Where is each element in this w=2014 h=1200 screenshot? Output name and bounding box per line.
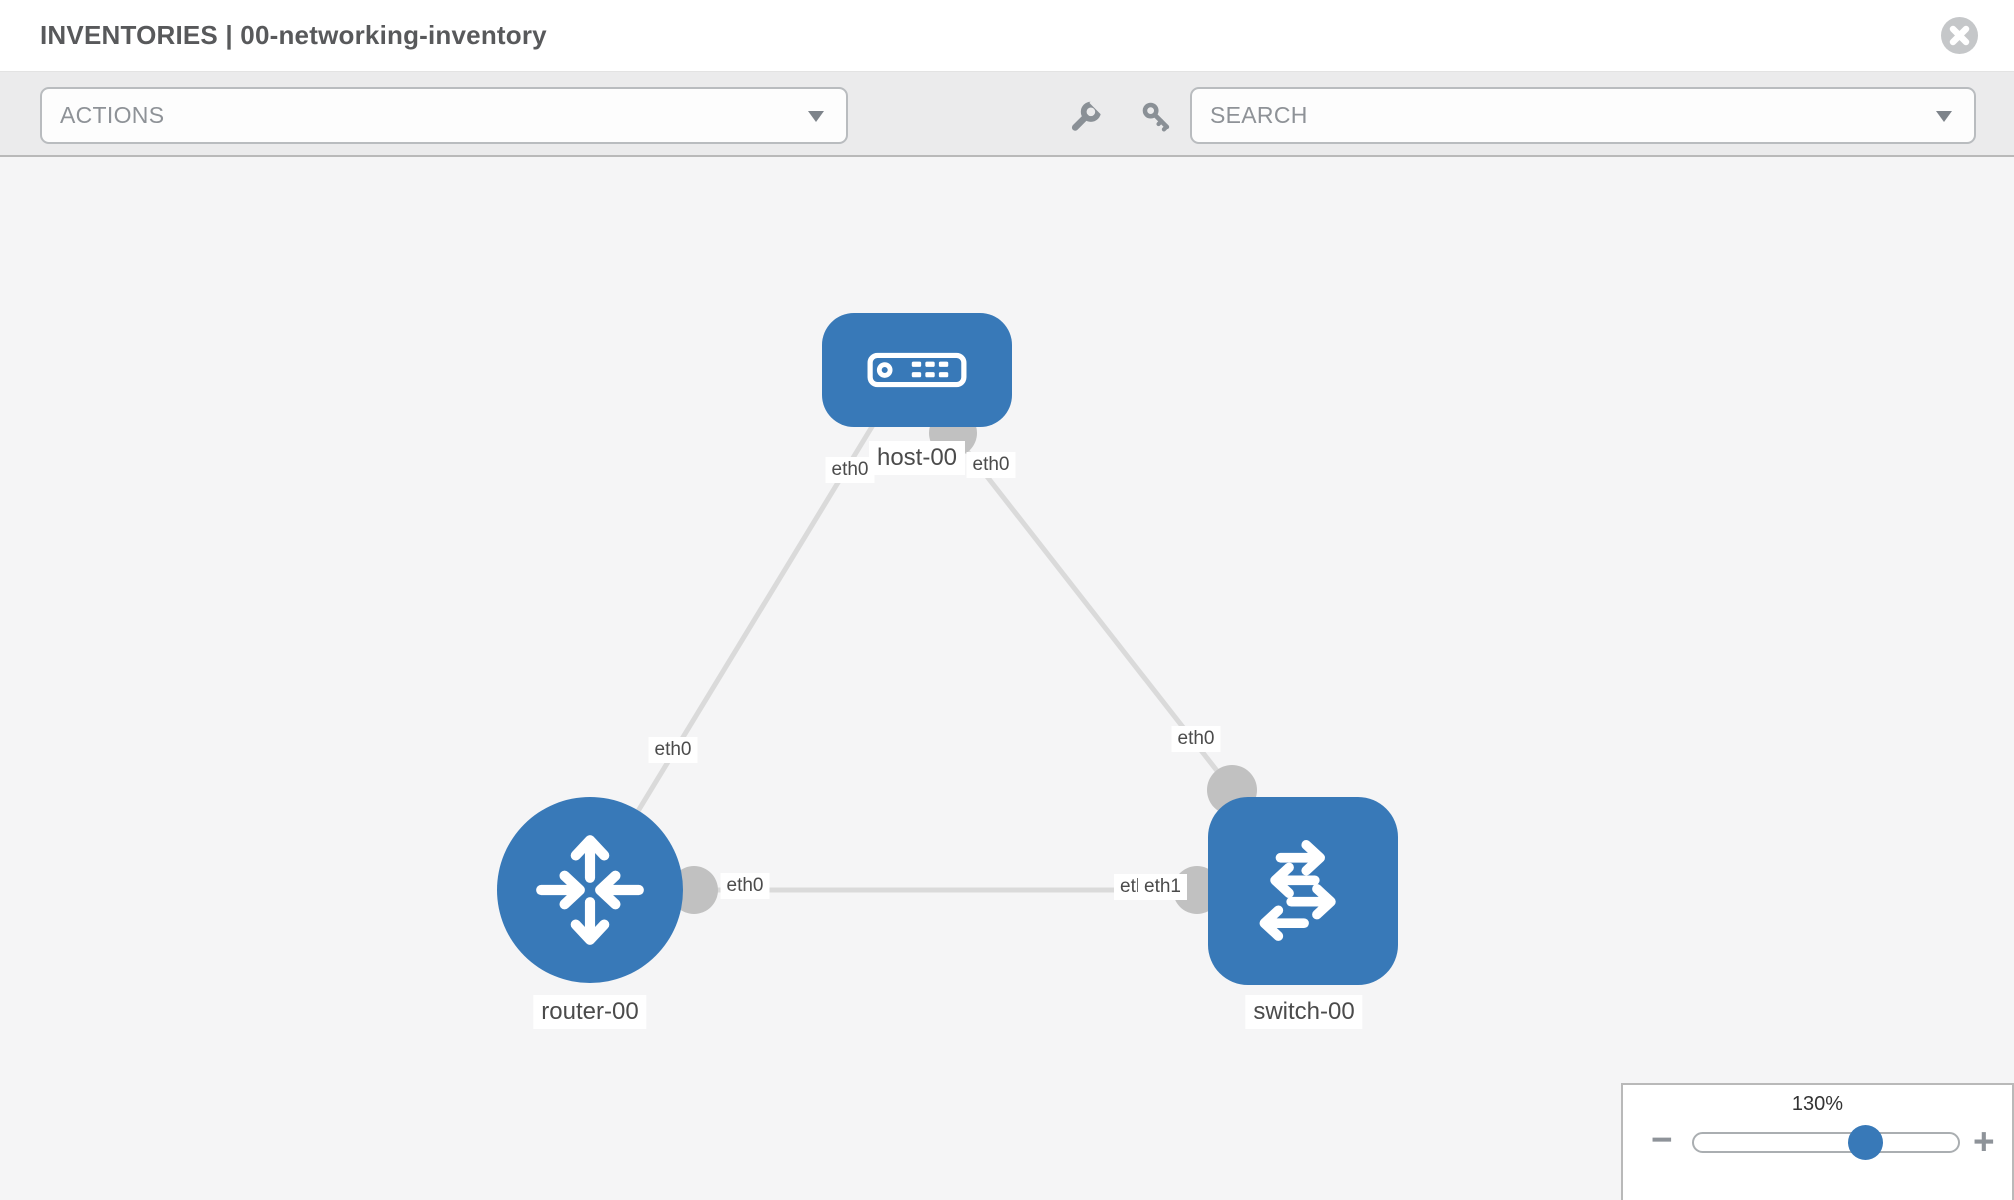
zoom-out-button[interactable]: − — [1651, 1119, 1673, 1160]
iface-label-host-eth0-right: eth0 — [966, 452, 1016, 478]
search-dropdown[interactable]: SEARCH — [1190, 87, 1976, 144]
node-label-router: router-00 — [533, 995, 647, 1029]
key-icon — [1142, 102, 1170, 132]
topology-canvas[interactable]: host-00 router-00 switch-00 eth0 eth0 et… — [0, 157, 2014, 1200]
wrench-icon — [1071, 97, 1107, 131]
iface-label-host-eth0-left: eth0 — [825, 457, 875, 483]
node-host-00[interactable] — [822, 313, 1012, 427]
node-router-00[interactable] — [497, 797, 683, 983]
page-title: INVENTORIES | 00-networking-inventory — [40, 20, 547, 50]
chevron-down-icon — [1936, 111, 1952, 122]
window-header: INVENTORIES | 00-networking-inventory — [0, 0, 2014, 72]
close-icon — [1941, 17, 1978, 54]
zoom-level-value: 130% — [1791, 1093, 1844, 1115]
node-switch-00[interactable] — [1208, 797, 1398, 985]
credentials-button[interactable] — [1140, 100, 1174, 139]
host-icon — [867, 352, 967, 388]
toolbar: ACTIONS SEARCH — [0, 72, 2014, 157]
search-placeholder: SEARCH — [1210, 102, 1308, 128]
switch-icon — [1259, 840, 1336, 941]
zoom-slider-knob[interactable] — [1848, 1125, 1883, 1160]
chevron-down-icon — [808, 111, 824, 122]
iface-label-switch-eth1: eth1 — [1138, 874, 1187, 900]
zoom-control-panel: 130% − + — [1621, 1083, 2014, 1200]
actions-dropdown-label: ACTIONS — [60, 102, 165, 128]
iface-label-switch-eth0: eth0 — [1171, 726, 1221, 752]
actions-dropdown[interactable]: ACTIONS — [40, 87, 848, 144]
router-icon — [536, 835, 644, 945]
links-layer — [587, 409, 1257, 914]
node-label-host: host-00 — [868, 441, 966, 475]
iface-label-router-eth0: eth0 — [720, 873, 770, 899]
zoom-slider-track[interactable] — [1692, 1132, 1960, 1153]
zoom-in-button[interactable]: + — [1973, 1121, 1995, 1162]
configure-button[interactable] — [1068, 97, 1107, 139]
close-button[interactable] — [1941, 17, 1978, 54]
iface-label-router-eth0-uplink: eth0 — [648, 737, 698, 763]
node-label-switch: switch-00 — [1245, 995, 1363, 1029]
